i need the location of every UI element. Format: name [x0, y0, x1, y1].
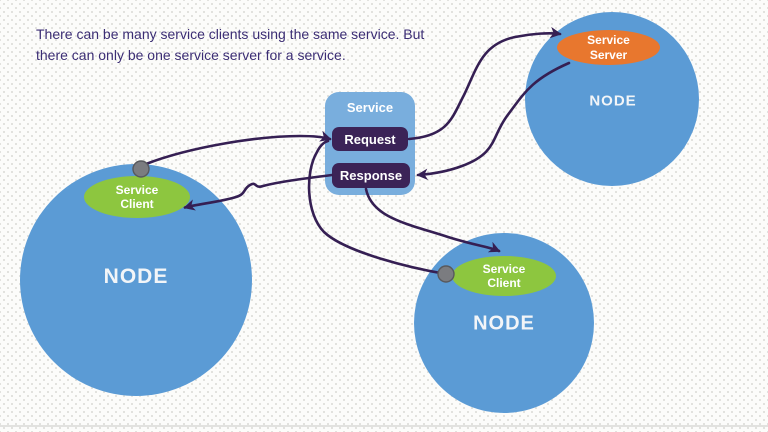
- arrow-bottom-client-to-request: [307, 139, 448, 276]
- bottom-service-client-ellipse: Service Client: [452, 256, 556, 296]
- request-box: Request: [332, 127, 408, 151]
- left-service-client-label-line2: Client: [120, 197, 154, 211]
- bottom-node-connector-dot: [437, 265, 455, 283]
- arrow-left-client-to-request: [144, 130, 332, 166]
- arrow-response-to-bottom-client: [364, 187, 501, 253]
- bottom-service-client-label-line2: Client: [487, 276, 521, 290]
- bottom-node-label: NODE: [473, 312, 535, 335]
- service-title: Service: [346, 100, 394, 115]
- slide-bottom-edge: [0, 425, 768, 427]
- service-server-label-line2: Server: [589, 47, 628, 62]
- annotation-line-1: There can be many service clients using …: [36, 26, 425, 42]
- service-server-ellipse: Service Server: [557, 30, 660, 65]
- annotation-text: There can be many service clients using …: [36, 24, 456, 66]
- left-service-client-ellipse: Service Client: [84, 176, 190, 218]
- arrow-request-to-server: [407, 26, 562, 141]
- arrow-server-to-response: [416, 61, 571, 181]
- bottom-service-client-label-line1: Service: [482, 261, 526, 276]
- annotation-line-2: there can only be one service server for…: [36, 47, 346, 63]
- service-server-label-line1: Service: [587, 33, 630, 47]
- response-box: Response: [332, 163, 410, 188]
- left-node-label: NODE: [103, 265, 169, 288]
- left-service-client-label-line1: Service: [115, 182, 159, 197]
- response-label: Response: [339, 168, 403, 183]
- request-label: Request: [344, 131, 396, 147]
- arrow-response-to-left-client: [183, 173, 334, 211]
- left-node-connector-dot: [132, 160, 150, 178]
- server-node-label: NODE: [589, 92, 637, 110]
